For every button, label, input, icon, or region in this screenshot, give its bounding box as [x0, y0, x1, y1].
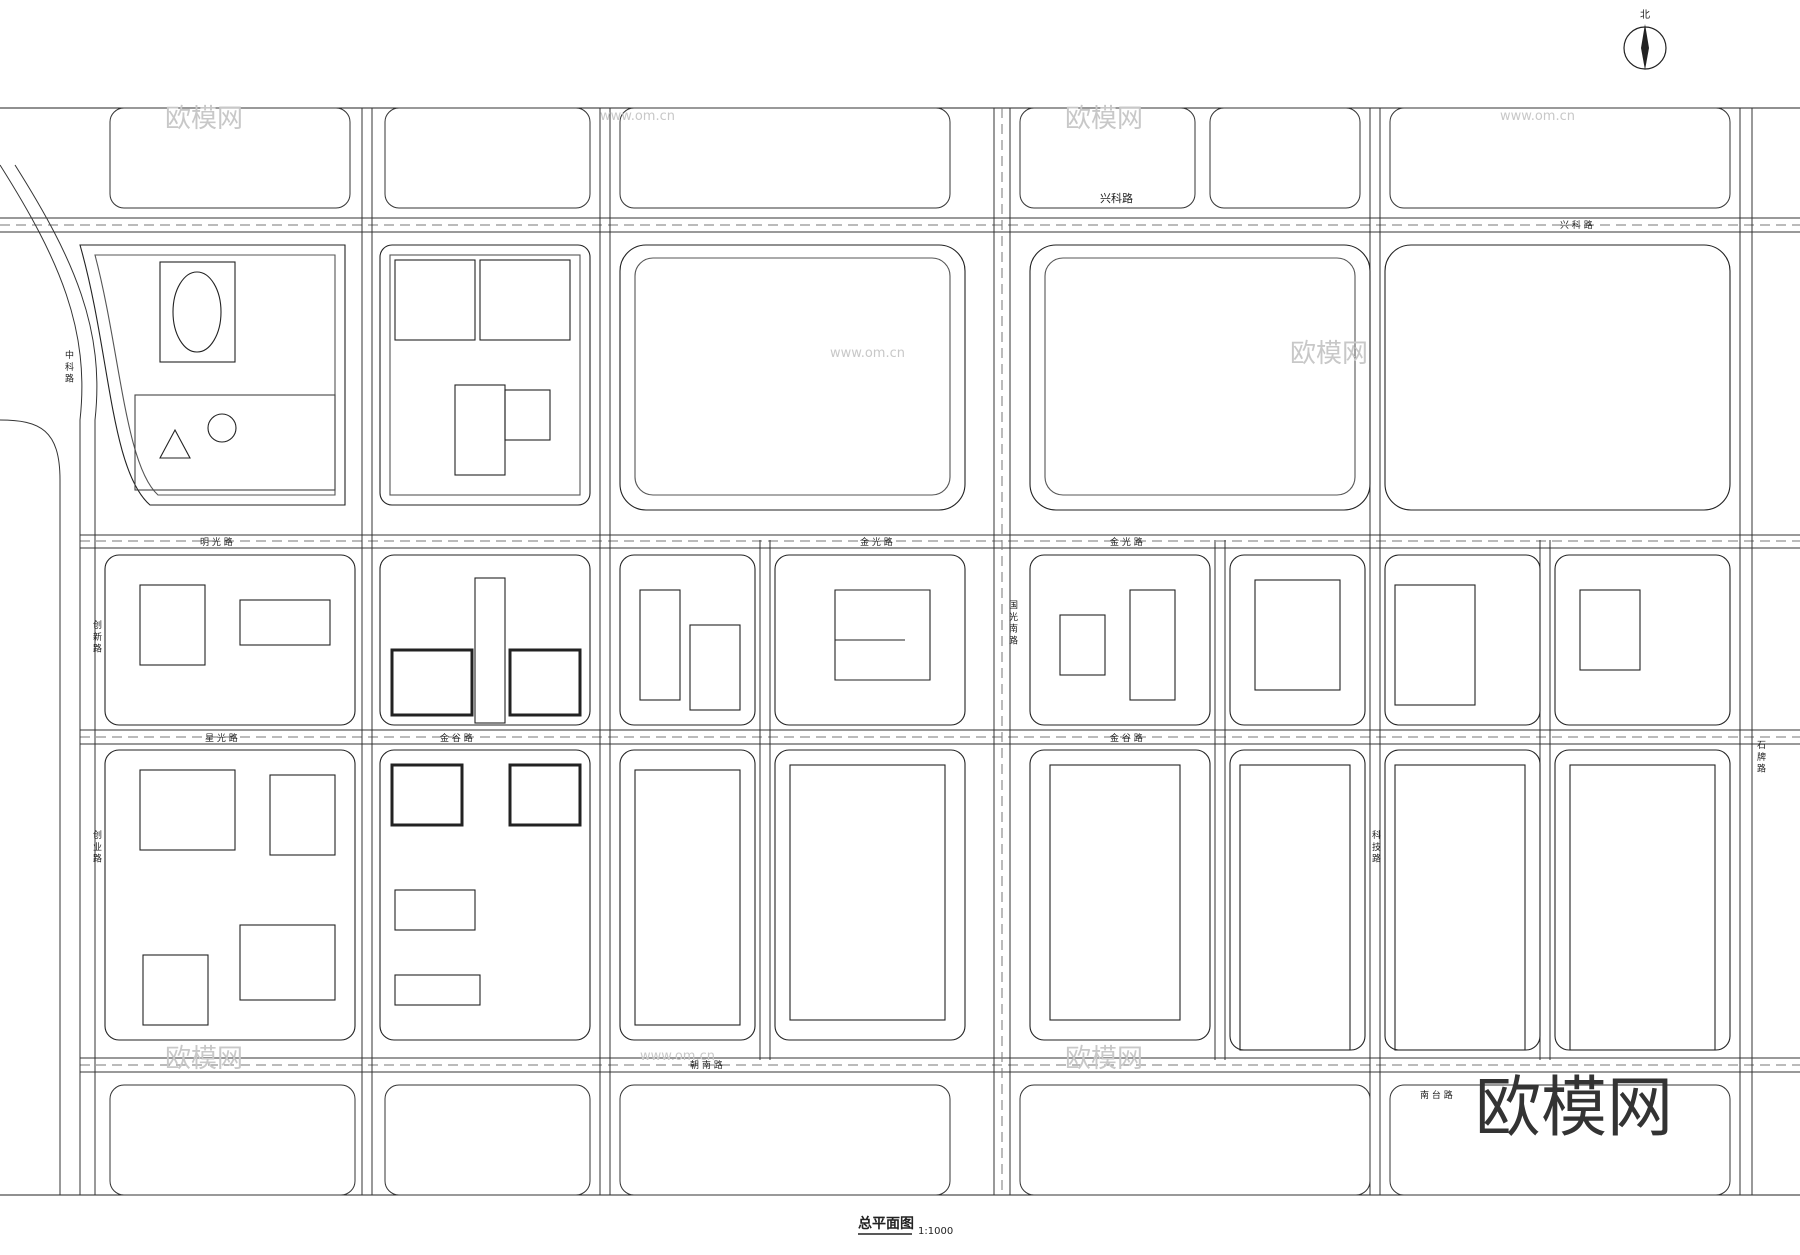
drawing-scale: 1:1000 [918, 1226, 953, 1237]
middle-row-blocks [104, 554, 1731, 726]
road-label-south: 朝 南 路 [690, 1059, 723, 1071]
road-label-west-lower: 创 业 路 [91, 829, 102, 864]
watermark-url: www.om.cn [830, 346, 905, 361]
drawing-title-block: 总平面图 1:1000 [858, 1215, 953, 1237]
road-label-center-lower-mid: 金 谷 路 [440, 732, 473, 744]
watermark-url: www.om.cn [600, 109, 675, 124]
road-label-south-right: 南 台 路 [1420, 1089, 1453, 1101]
road-label-mid-vertical: 国 光 南 路 [1007, 600, 1018, 646]
road-label-north-right: 兴 科 路 [1560, 219, 1593, 231]
watermark-brand: 欧模网 [165, 1044, 243, 1074]
watermark-brand: 欧模网 [1065, 1044, 1143, 1074]
road-network [0, 108, 1800, 1195]
watermark-brand: 欧模网 [165, 104, 243, 134]
road-label-north: 兴科路 [1100, 191, 1133, 205]
watermark-brand: 欧模网 [1290, 339, 1368, 369]
drawing-title: 总平面图 [858, 1215, 914, 1232]
road-label-center-lower-right: 金 谷 路 [1110, 732, 1143, 744]
watermark-url: www.om.cn [1500, 109, 1575, 124]
road-label-mid-vertical2: 科 技 路 [1370, 829, 1381, 864]
road-labels: 兴科路 兴 科 路 明 光 路 金 光 路 金 光 路 星 光 路 金 谷 路 … [63, 191, 1766, 1101]
lower-row-blocks [104, 749, 1731, 1051]
watermark-brand: 欧模网 [1065, 104, 1143, 134]
road-label-west-upper: 创 新 路 [91, 619, 102, 654]
bottom-row-blocks [109, 1084, 1731, 1196]
road-label-center-lower-left: 星 光 路 [205, 732, 238, 744]
drawing-border [0, 107, 1800, 1196]
upper-row-blocks [79, 244, 1731, 511]
road-label-center-upper: 金 光 路 [860, 536, 893, 548]
road-label-center-upper-left: 明 光 路 [200, 536, 233, 548]
watermarks: 欧模网 www.om.cn 欧模网 www.om.cn 欧模网 www.om.c… [165, 104, 1575, 1074]
top-row-blocks [109, 107, 1731, 209]
north-arrow-icon: 北 [1623, 9, 1667, 70]
corner-logo: 欧模网 [1475, 1069, 1673, 1146]
road-label-east: 石 牌 路 [1755, 740, 1766, 774]
road-label-center-upper-right: 金 光 路 [1110, 536, 1143, 548]
road-label-west-outer: 中 科 路 [63, 349, 74, 384]
north-label: 北 [1640, 9, 1650, 21]
watermark-url: www.om.cn [640, 1049, 715, 1064]
